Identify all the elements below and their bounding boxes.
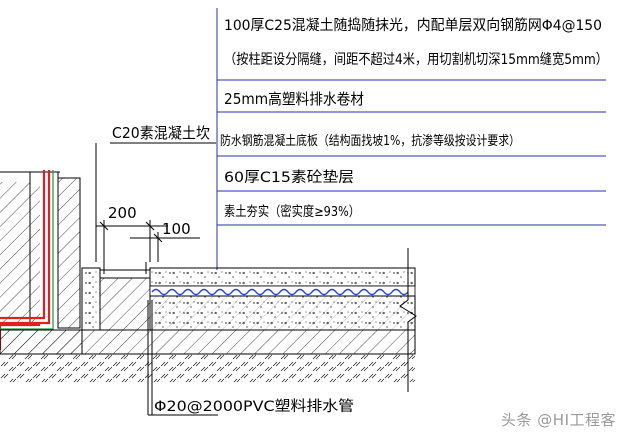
- structural-slab: [149, 295, 416, 331]
- watermark: 头条 @HI工程客: [501, 411, 616, 429]
- layer-label-1: 100厚C25混凝土随捣随抹光，内配单层双向钢筋网Φ4@150: [224, 17, 602, 34]
- gutter: [81, 262, 151, 331]
- pvc-pipe-label: Φ20@2000PVC塑料排水管: [154, 398, 354, 415]
- c25-topping-layer: [149, 267, 416, 287]
- c20-leader: [95, 142, 216, 262]
- label-frame: [216, 8, 606, 270]
- layer-label-2: （按柱距设分隔缝，间距不超过4米，用切割机切深15mm缝宽5mm）: [224, 51, 608, 68]
- dimension-100: 100: [162, 220, 191, 238]
- dimension-200: 200: [108, 204, 137, 222]
- green-protect-line: [0, 170, 54, 330]
- drainage-membrane: [149, 285, 416, 297]
- layer-label-3: 25mm高塑料排水卷材: [224, 90, 364, 108]
- c15-cushion-layer: [0, 329, 416, 355]
- break-line: [399, 248, 417, 392]
- left-wall: [0, 171, 81, 329]
- waterproof-layer: [0, 170, 51, 350]
- layer-label-4: 防水钢筋混凝土底板（结构面找坡1%，抗渗等级按设计要求）: [220, 133, 520, 149]
- layer-label-5: 60厚C15素砼垫层: [224, 169, 354, 186]
- dimension-lines: [96, 220, 200, 262]
- layer-label-6: 素土夯实（密实度≥93%）: [224, 203, 360, 220]
- rammed-soil: [0, 354, 415, 382]
- c20-curb-label: C20素混凝土坎: [112, 124, 210, 142]
- pvc-pipe: [147, 300, 218, 416]
